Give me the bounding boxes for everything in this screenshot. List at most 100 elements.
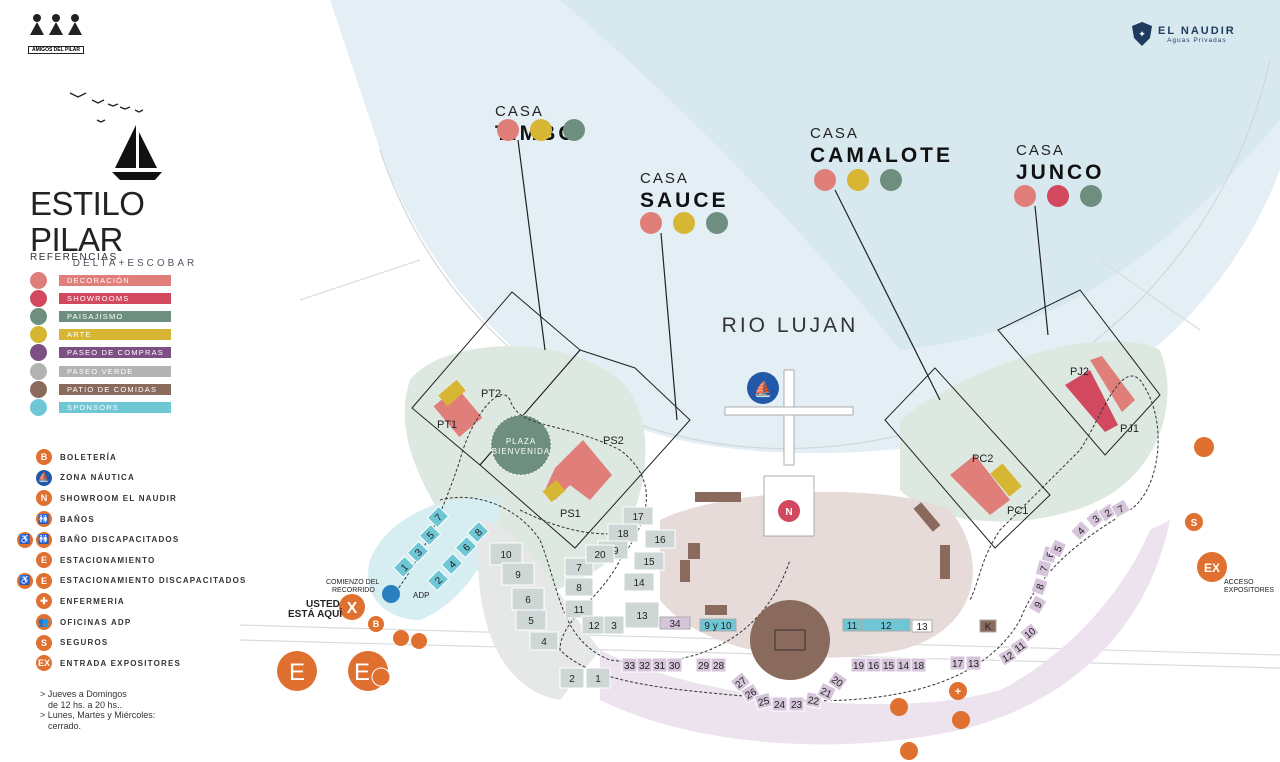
usted-esta-aqui-marker xyxy=(339,594,365,620)
stand-number: 17 xyxy=(632,512,644,523)
stand-box[interactable] xyxy=(771,696,788,712)
stand-box[interactable] xyxy=(753,691,774,711)
stand-box[interactable] xyxy=(392,555,416,579)
stand-number: 34 xyxy=(669,619,681,630)
legend-label: SHOWROOMS xyxy=(59,292,171,304)
service-icon: 🚻 xyxy=(36,531,52,548)
stand-box[interactable] xyxy=(501,562,535,586)
usted-label-1: USTED xyxy=(306,599,340,610)
house-leader-line xyxy=(1034,205,1049,336)
legend-dot xyxy=(30,307,47,325)
stand-box[interactable] xyxy=(559,667,585,689)
hours-line-4: cerrado. xyxy=(48,720,82,731)
stand-box[interactable] xyxy=(788,696,805,712)
stand-box[interactable] xyxy=(529,631,559,651)
stand-box[interactable] xyxy=(666,657,683,673)
stand-box[interactable] xyxy=(979,619,997,633)
stand-number: 15 xyxy=(643,557,655,568)
stand-number: 5 xyxy=(1053,544,1066,554)
stand-box[interactable] xyxy=(406,540,430,564)
legend-item: PATIO DE COMIDAS xyxy=(30,380,245,398)
stand-box[interactable] xyxy=(1018,621,1041,644)
stand-box[interactable] xyxy=(949,655,966,671)
stand-box[interactable] xyxy=(729,671,752,693)
stand-box[interactable] xyxy=(644,529,676,549)
stand-box[interactable] xyxy=(699,618,737,632)
service-label: BAÑO DISCAPACITADOS xyxy=(60,535,180,545)
service-label: BAÑOS xyxy=(60,514,95,524)
stand-box[interactable] xyxy=(1030,576,1049,597)
stand-box[interactable] xyxy=(515,609,547,631)
service-label: SHOWROOM EL NAUDIR xyxy=(60,493,178,503)
house-name: CAMALOTE xyxy=(810,144,953,167)
expositores-marker xyxy=(1197,552,1227,582)
service-label: ESTACIONAMIENTO DISCAPACITADOS xyxy=(60,576,247,586)
stand-box[interactable] xyxy=(440,552,464,576)
stand-box[interactable] xyxy=(454,535,478,559)
stand-box[interactable] xyxy=(564,599,594,619)
service-icon: E xyxy=(36,572,52,589)
stand-box[interactable] xyxy=(1027,594,1048,615)
stand-number: 7 xyxy=(1039,564,1051,573)
stand-box[interactable] xyxy=(1069,519,1092,542)
stand-number: 6 xyxy=(525,595,531,606)
service-icon: ♿ xyxy=(17,531,33,548)
stand-box[interactable] xyxy=(911,619,933,633)
stand-box[interactable] xyxy=(965,655,982,671)
stand-box[interactable] xyxy=(426,505,450,529)
stand-number: 13 xyxy=(636,611,648,622)
stand-box[interactable] xyxy=(1110,498,1131,519)
bano-disc-marker-1 xyxy=(393,630,409,646)
stand-box[interactable] xyxy=(1047,538,1068,559)
stand-number: 6 xyxy=(1045,550,1057,559)
service-icon: B xyxy=(36,449,52,466)
stand-box[interactable] xyxy=(624,601,660,629)
stand-box[interactable] xyxy=(997,646,1018,667)
stand-number: 25 xyxy=(757,696,771,710)
stand-box[interactable] xyxy=(659,616,691,630)
stand-box[interactable] xyxy=(603,615,625,635)
stand-box[interactable] xyxy=(418,523,442,547)
stand-box[interactable] xyxy=(623,572,655,592)
river-water-light xyxy=(560,0,1280,350)
stand-box[interactable] xyxy=(842,618,862,632)
legend-item: SPONSORS xyxy=(30,398,245,416)
code-pc2: PC2 xyxy=(972,453,993,465)
stand-box[interactable] xyxy=(861,618,911,632)
house-category-dot xyxy=(814,169,836,191)
stand-number: 24 xyxy=(774,700,786,711)
stand-box[interactable] xyxy=(1008,636,1031,657)
stand-number: 30 xyxy=(669,661,681,672)
legend-item: DECORACIÓN xyxy=(30,271,245,289)
stand-box[interactable] xyxy=(826,670,849,692)
stand-box[interactable] xyxy=(710,657,727,673)
house-category-dot xyxy=(640,212,662,234)
stand-box[interactable] xyxy=(564,577,594,597)
stand-number: 12 xyxy=(588,621,600,632)
stand-box[interactable] xyxy=(426,568,450,592)
service-item: 🚻BAÑOS xyxy=(14,509,247,530)
stand-box[interactable] xyxy=(466,520,490,544)
service-label: BOLETERÍA xyxy=(60,452,118,462)
stand-boxes: 7531864210965478111231718192016151413213… xyxy=(392,498,1131,712)
boleteria-marker xyxy=(368,616,384,632)
service-icon: EX xyxy=(36,655,52,672)
brand-title: ESTILO PILAR xyxy=(30,185,145,258)
estacionamiento-marker xyxy=(277,651,317,691)
legend-label: PASEO VERDE xyxy=(59,365,171,377)
service-label: ENTRADA EXPOSITORES xyxy=(60,658,182,668)
stand-box[interactable] xyxy=(910,657,927,673)
stand-number: 11 xyxy=(574,605,585,616)
river-bank xyxy=(379,59,1271,450)
service-icon: ✚ xyxy=(36,593,52,610)
stand-number: 8 xyxy=(1035,582,1047,591)
nautica-marker xyxy=(747,372,779,404)
legend-item: PASEO DE COMPRAS xyxy=(30,344,245,362)
stand-box[interactable] xyxy=(816,681,837,703)
service-label: ESTACIONAMIENTO xyxy=(60,555,156,565)
stand-box[interactable] xyxy=(585,667,611,689)
house-buildings xyxy=(433,356,1135,515)
stand-box[interactable] xyxy=(633,551,665,571)
stand-box[interactable] xyxy=(585,544,615,564)
